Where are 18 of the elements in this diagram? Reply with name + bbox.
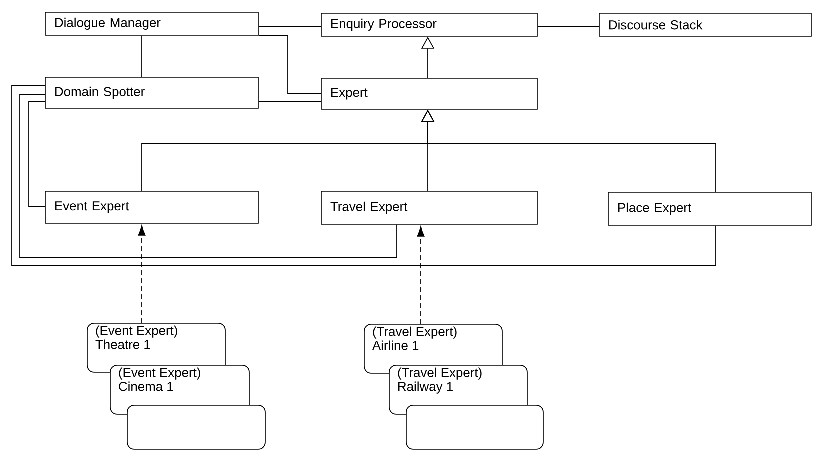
connector-line: [12, 86, 716, 266]
class-box: Dialogue Manager: [45, 12, 259, 36]
connector-line: [258, 26, 322, 28]
connector-line: [258, 36, 322, 94]
connector-line: [537, 26, 600, 28]
class-box: Discourse Stack: [599, 12, 812, 37]
class-box: Domain Spotter: [45, 77, 259, 109]
class-box: Expert: [321, 78, 538, 110]
arrow: [417, 226, 425, 324]
arrow: [138, 226, 146, 324]
class-box: Enquiry Processor: [321, 12, 538, 37]
class-box: Event Expert: [45, 191, 259, 224]
connector-line: [28, 102, 46, 208]
empty-card: [127, 404, 266, 450]
connector-line: [20, 94, 398, 258]
class-box: Travel Expert: [321, 191, 538, 225]
class-box: Place Expert: [608, 192, 812, 226]
empty-card: [406, 404, 544, 450]
